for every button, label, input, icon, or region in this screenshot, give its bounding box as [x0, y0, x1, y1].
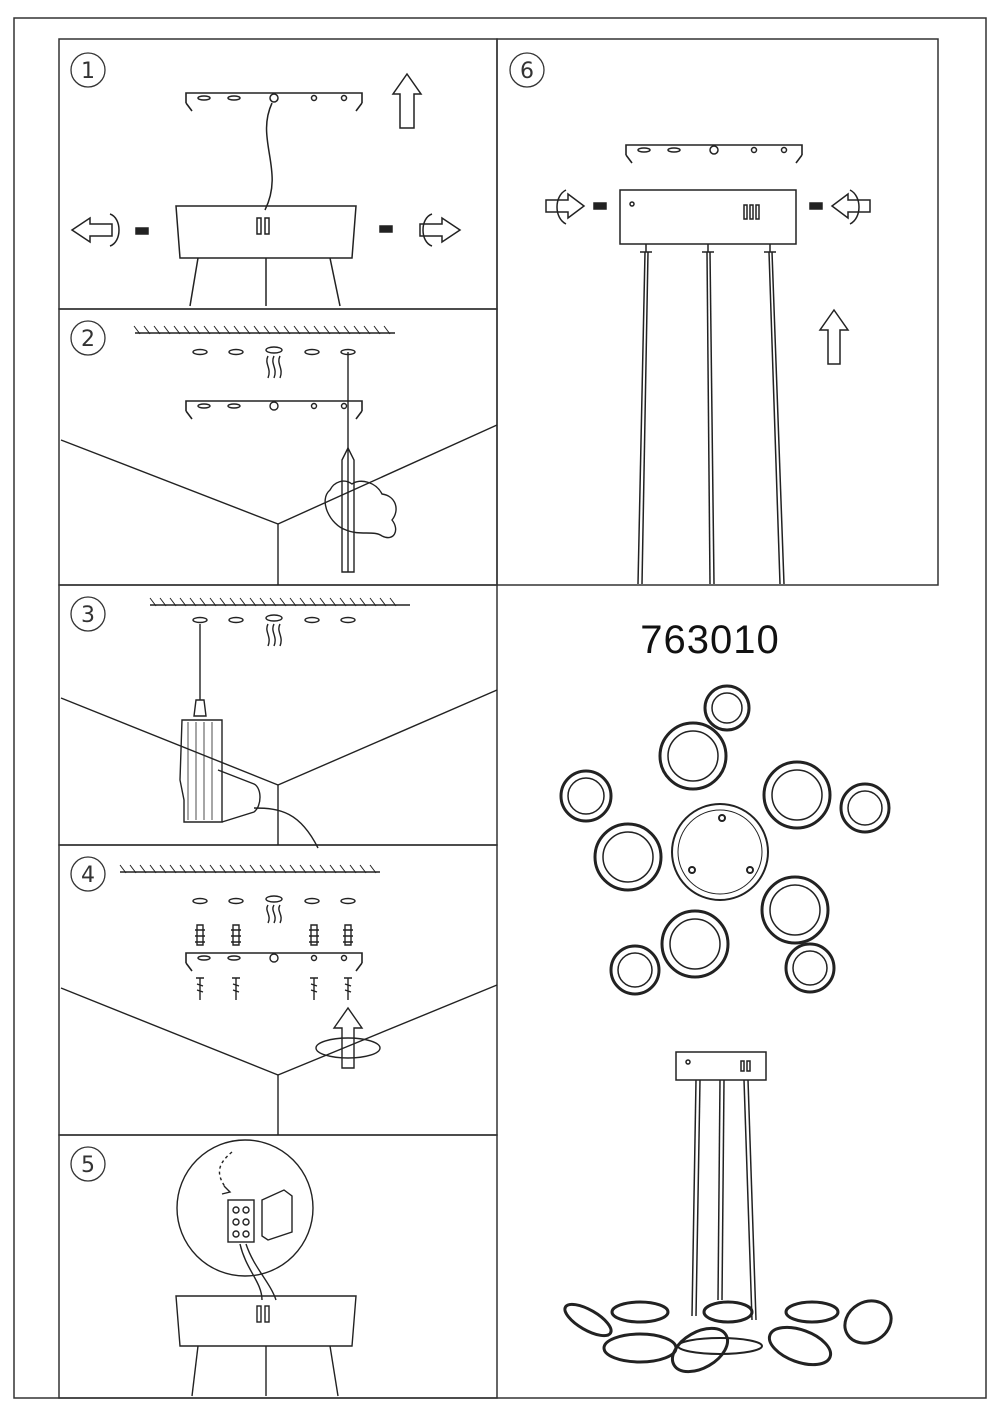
step-6-number: 6 [520, 59, 534, 84]
outer-frame [13, 17, 987, 1399]
step-1-illustration [70, 72, 462, 307]
step-5-number: 5 [81, 1153, 95, 1178]
step-5-illustration [175, 1139, 357, 1397]
step-3-number: 3 [81, 603, 95, 628]
product-side-view [563, 1051, 893, 1374]
step-2-illustration [60, 325, 498, 585]
step-number-badges [70, 52, 545, 1182]
panel-step-6 [496, 38, 939, 586]
panel-step-1 [58, 38, 498, 310]
step-2-number: 2 [81, 327, 95, 352]
step-6-illustration [545, 144, 871, 585]
step-1-number: 1 [81, 59, 95, 84]
product-top-view [559, 684, 891, 996]
step-4-number: 4 [81, 863, 95, 888]
step-4-illustration [60, 864, 498, 1135]
model-number: 763010 [640, 618, 780, 662]
panel-step-5 [58, 1134, 498, 1399]
step-3-illustration [60, 597, 498, 849]
